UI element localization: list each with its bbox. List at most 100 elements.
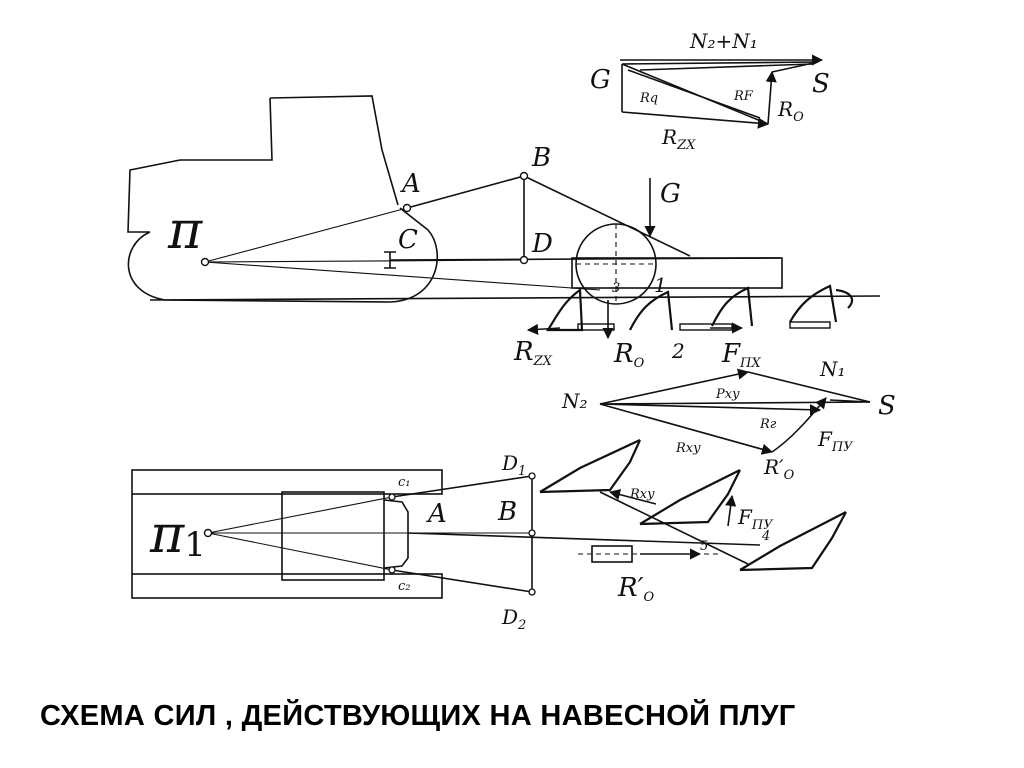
plan-body-1 — [539, 439, 642, 494]
label-b: B — [531, 143, 551, 173]
label-c: C — [398, 225, 418, 255]
point-b — [519, 171, 529, 181]
label-plan-rxy: Rxy — [629, 487, 655, 502]
link-a-b — [406, 175, 525, 209]
plan-force-polygon — [599, 368, 871, 455]
label-plan-n2: N₂ — [561, 389, 588, 413]
label-side-pole: π — [167, 201, 203, 261]
plough-tail — [835, 288, 854, 309]
plough-body-2 — [629, 290, 674, 331]
ground-line — [149, 295, 881, 301]
pole1-to-c1 — [207, 496, 393, 534]
label-plan-ro-prime-view: R′O — [617, 573, 654, 605]
label-top-rzx: RZX — [661, 125, 696, 153]
tractor-body-plan — [281, 491, 385, 581]
point-d2 — [528, 588, 536, 596]
point-b-plan — [528, 529, 536, 537]
upper-diagonal — [639, 63, 813, 71]
plan-fpy-arrow — [725, 494, 737, 527]
label-side-fpx: FПХ — [721, 339, 761, 371]
n1-vector — [747, 371, 871, 403]
ro-vector — [765, 70, 777, 125]
label-point-2: 2 — [671, 339, 685, 363]
link-c1-d1 — [391, 475, 533, 498]
point-c-hitch — [384, 251, 396, 269]
plough-frame — [571, 257, 783, 289]
tractor-hitch-plan — [383, 499, 409, 569]
r-xy-vector — [599, 403, 774, 455]
s-plan-vector — [829, 399, 871, 403]
point-d — [519, 255, 529, 265]
label-d1: D1 — [501, 451, 526, 479]
plough-plan — [539, 439, 847, 572]
label-plan-fpy-view: FПУ — [737, 505, 774, 533]
tractor-plan-outline — [131, 469, 443, 599]
rzx-vector — [621, 111, 770, 129]
pole1-point — [203, 528, 213, 538]
plan-body-3 — [739, 511, 847, 572]
label-d2: D2 — [501, 605, 526, 633]
f-py-vector — [771, 397, 827, 453]
point-c1 — [388, 493, 396, 501]
track-left — [131, 469, 443, 495]
label-top-rf: RF — [733, 89, 754, 104]
label-n2-plus-n1: N₂+N₁ — [689, 29, 758, 53]
pole-to-a — [204, 207, 408, 263]
plan-rxy-arrow — [608, 489, 657, 505]
label-plan-rxy: Rxy — [675, 441, 701, 456]
pole-point — [200, 257, 210, 267]
label-side-g: G — [660, 179, 681, 209]
label-top-rq: Rq — [639, 91, 658, 106]
label-plan-ro-prime: R′O — [763, 455, 795, 483]
label-c2: c₂ — [398, 579, 411, 594]
tractor-side-outline — [127, 95, 881, 303]
track-right — [131, 573, 443, 599]
link-b-frame — [523, 175, 691, 257]
share-2 — [679, 323, 733, 331]
label-plan-pole: π1 — [149, 505, 206, 565]
central-link — [407, 532, 761, 546]
point-c2 — [388, 566, 396, 574]
label-c1: c₁ — [398, 475, 411, 490]
label-top-s: S — [812, 69, 830, 99]
plough-body-4 — [789, 284, 838, 323]
pole1-to-c2 — [207, 532, 393, 571]
plough-body-3 — [711, 286, 754, 327]
p-xy-vector — [599, 368, 750, 405]
top-force-polygon — [620, 54, 824, 129]
label-side-ro: RO — [613, 339, 645, 371]
label-plan-b: B — [497, 497, 517, 527]
share-3 — [789, 321, 831, 329]
label-point-3: 3 — [612, 281, 620, 296]
label-plan-a: A — [426, 499, 447, 529]
side-linkage — [200, 171, 781, 291]
tractor-hood — [127, 97, 273, 233]
top-closing-line — [621, 61, 819, 65]
label-plan-rg: Rг — [759, 417, 777, 432]
label-top-ro: RO — [777, 97, 804, 125]
label-d: D — [531, 229, 553, 259]
link-c2-d2 — [391, 569, 533, 593]
label-point-1: 1 — [654, 273, 667, 297]
point-a — [402, 203, 412, 213]
plough-body-1 — [546, 287, 584, 332]
label-point-5: 5 — [700, 539, 708, 554]
r-g-vector — [599, 403, 822, 416]
label-plan-fpy: FПУ — [817, 427, 854, 455]
label-plan-s: S — [878, 391, 896, 421]
pole-to-plough — [204, 261, 601, 291]
share-1 — [577, 323, 615, 331]
plough-beam — [599, 491, 749, 565]
label-top-g: G — [590, 65, 611, 95]
plan-closing-line — [599, 401, 871, 405]
rf-diagonal — [627, 69, 761, 119]
rzx-arrow — [526, 323, 561, 335]
plan-linkage — [203, 472, 761, 596]
diagram-caption: СХЕМА СИЛ , ДЕЙСТВУЮЩИХ НА НАВЕСНОЙ ПЛУГ — [40, 700, 796, 732]
tractor-track — [127, 207, 439, 303]
plan-body-2 — [639, 469, 741, 526]
point-d1 — [528, 472, 536, 480]
label-point-4: 4 — [761, 529, 770, 544]
label-side-rzx: RZX — [513, 337, 553, 369]
